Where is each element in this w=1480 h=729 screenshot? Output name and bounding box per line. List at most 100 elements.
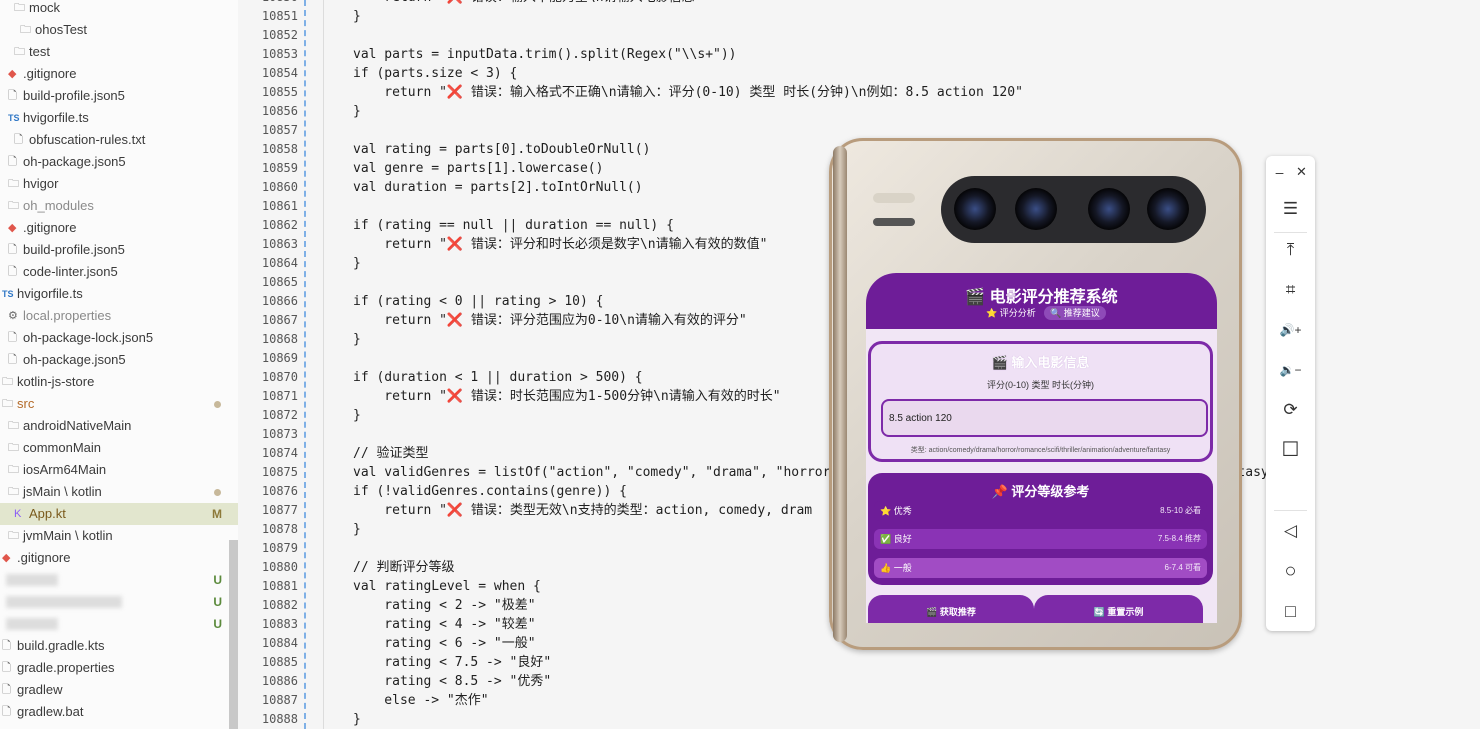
tree-item-label: jvmMain \ kotlin <box>23 528 113 543</box>
tree-file[interactable]: 🗋build-profile.json5 <box>0 85 238 107</box>
code-text: rating < 6 -> "一般" <box>353 636 536 651</box>
tree-file[interactable]: 🗋gradlew <box>0 679 238 701</box>
tree-folder[interactable]: 🗀mock <box>0 0 238 19</box>
to-top-button[interactable]: ⤒ <box>1286 240 1295 259</box>
tree-file[interactable]: 🗋code-linter.json5 <box>0 261 238 283</box>
code-line[interactable]: } <box>353 254 361 273</box>
error-mark-icon: ❌ <box>446 503 464 518</box>
code-text: val parts = inputData.trim().split(Regex… <box>353 47 737 62</box>
minimize-button[interactable]: – <box>1275 164 1284 180</box>
folder-icon: 🗀 <box>2 398 13 410</box>
code-line[interactable]: } <box>353 710 361 729</box>
code-line[interactable]: if (rating < 0 || rating > 10) { <box>353 292 603 311</box>
tree-file[interactable]: U <box>0 591 238 613</box>
line-number: 10863 <box>261 237 298 251</box>
code-line[interactable]: val ratingLevel = when { <box>353 577 541 596</box>
tree-folder[interactable]: 🗀src <box>0 393 238 415</box>
tree-file[interactable]: 🗋gradle.properties <box>0 657 238 679</box>
nav-back-button[interactable]: ◁ <box>1283 521 1298 540</box>
code-line[interactable]: val validGenres = listOf("action", "come… <box>353 463 1284 482</box>
code-line[interactable]: return "❌ 错误：评分和时长必须是数字\n请输入有效的数值" <box>353 235 767 254</box>
tree-file[interactable]: ◆.gitignore <box>0 547 238 569</box>
tree-file[interactable]: ◆.gitignore <box>0 217 238 239</box>
code-line[interactable]: rating < 6 -> "一般" <box>353 634 536 653</box>
line-number: 10866 <box>261 294 298 308</box>
tree-file[interactable]: 🗋build-profile.json5 <box>0 239 238 261</box>
code-line[interactable]: rating < 4 -> "较差" <box>353 615 535 634</box>
tree-file[interactable]: ◆.gitignore <box>0 63 238 85</box>
blurred-item <box>6 618 58 630</box>
emulator-toolbar: – ✕ ☰ ⤒ ⌗ 🔊+ 🔉− ⟳ ☐ ◁ ○ □ <box>1266 156 1315 631</box>
code-text: // 判断评分等级 <box>353 560 455 575</box>
tree-file[interactable]: 🗋oh-package-lock.json5 <box>0 327 238 349</box>
code-line[interactable]: } <box>353 330 361 349</box>
tree-file[interactable]: U <box>0 569 238 591</box>
tree-folder[interactable]: 🗀jsMain \ kotlin <box>0 481 238 503</box>
tree-file[interactable]: 🗋oh-package.json5 <box>0 349 238 371</box>
code-line[interactable]: val genre = parts[1].lowercase() <box>353 159 603 178</box>
analysis-pill[interactable]: ⭐ 评分分析 <box>986 308 1036 318</box>
reset-example-button[interactable]: 🔄 重置示例 <box>1034 595 1203 623</box>
explorer-scrollbar[interactable] <box>229 540 238 729</box>
code-line[interactable]: return "❌ 错误：输入格式不正确\n请输入：评分(0-10) 类型 时长… <box>353 83 1023 102</box>
menu-button[interactable]: ☰ <box>1282 199 1299 218</box>
tree-folder[interactable]: 🗀kotlin-js-store <box>0 371 238 393</box>
tree-folder[interactable]: 🗀ohosTest <box>0 19 238 41</box>
tree-file[interactable]: U <box>0 613 238 635</box>
code-line[interactable]: if (parts.size < 3) { <box>353 64 517 83</box>
code-line[interactable]: val rating = parts[0].toDoubleOrNull() <box>353 140 650 159</box>
line-number: 10861 <box>261 199 298 213</box>
volume-up-button[interactable]: 🔊+ <box>1279 323 1302 337</box>
code-line[interactable]: } <box>353 520 361 539</box>
tree-file[interactable]: 🗋build.gradle.kts <box>0 635 238 657</box>
recommend-pill[interactable]: 🔍 推荐建议 <box>1044 306 1106 320</box>
file-file-icon: 🗋 <box>8 156 17 168</box>
code-line[interactable]: else -> "杰作" <box>353 691 488 710</box>
close-button[interactable]: ✕ <box>1296 164 1307 179</box>
volume-down-button[interactable]: 🔉− <box>1279 363 1302 377</box>
input-card-title: 🎬 输入电影信息 <box>991 355 1090 370</box>
code-line[interactable]: return "❌ 错误：时长范围应为1-500分钟\n请输入有效的时长" <box>353 387 780 406</box>
tree-folder[interactable]: 🗀jvmMain \ kotlin <box>0 525 238 547</box>
code-line[interactable]: val parts = inputData.trim().split(Regex… <box>353 45 737 64</box>
code-line[interactable]: rating < 7.5 -> "良好" <box>353 653 551 672</box>
code-line[interactable]: // 验证类型 <box>353 444 428 463</box>
tree-folder[interactable]: 🗀androidNativeMain <box>0 415 238 437</box>
fullscreen-button[interactable]: ☐ <box>1281 439 1300 461</box>
camera-lens <box>1015 188 1057 230</box>
code-line[interactable]: if (duration < 1 || duration > 500) { <box>353 368 643 387</box>
code-line[interactable]: return "❌ 错误：评分范围应为0-10\n请输入有效的评分" <box>353 311 746 330</box>
code-line[interactable]: } <box>353 7 361 26</box>
get-recommendation-button[interactable]: 🎬 获取推荐 <box>868 595 1034 623</box>
rotate-button[interactable]: ⟳ <box>1283 400 1298 419</box>
nav-recent-button[interactable]: □ <box>1285 601 1296 621</box>
tree-folder[interactable]: 🗀commonMain <box>0 437 238 459</box>
tree-folder[interactable]: 🗀oh_modules <box>0 195 238 217</box>
nav-home-button[interactable]: ○ <box>1284 560 1297 582</box>
movie-info-input[interactable] <box>881 399 1208 437</box>
code-line[interactable]: } <box>353 102 361 121</box>
code-line[interactable]: if (!validGenres.contains(genre)) { <box>353 482 627 501</box>
tree-file[interactable]: ⚙local.properties <box>0 305 238 327</box>
camera-lens <box>1088 188 1130 230</box>
tree-folder[interactable]: 🗀hvigor <box>0 173 238 195</box>
tree-file[interactable]: 🗋oh-package.json5 <box>0 151 238 173</box>
tree-folder[interactable]: 🗀iosArm64Main <box>0 459 238 481</box>
line-number: 10878 <box>261 522 298 536</box>
code-text: } <box>353 332 361 347</box>
tree-file[interactable]: 🗋obfuscation-rules.txt <box>0 129 238 151</box>
code-line[interactable]: rating < 2 -> "极差" <box>353 596 535 615</box>
code-line[interactable]: val duration = parts[2].toIntOrNull() <box>353 178 643 197</box>
tree-folder[interactable]: 🗀test <box>0 41 238 63</box>
tree-file[interactable]: 🗋gradlew.bat <box>0 701 238 723</box>
screenshot-crop-button[interactable]: ⌗ <box>1285 280 1296 299</box>
code-line[interactable]: // 判断评分等级 <box>353 558 454 577</box>
code-line[interactable]: return "❌ 错误：输入不能为空\n请输入电影信息" <box>353 0 702 7</box>
code-line[interactable]: } <box>353 406 361 425</box>
code-text: if (!validGenres.contains(genre)) { <box>353 484 627 499</box>
code-line[interactable]: rating < 8.5 -> "优秀" <box>353 672 551 691</box>
code-line[interactable]: if (rating == null || duration == null) … <box>353 216 674 235</box>
